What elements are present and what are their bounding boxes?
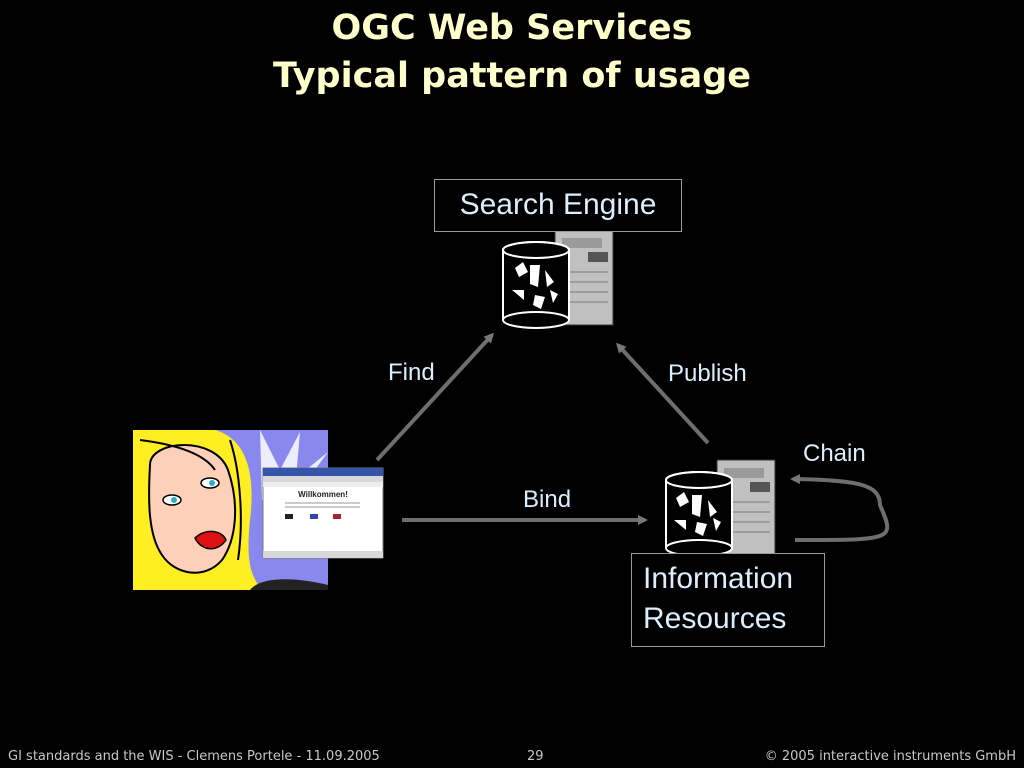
footer-page-number: 29 (527, 749, 544, 764)
chain-arrow (790, 474, 890, 542)
browser-welcome-text: Willkommen! (298, 490, 348, 499)
user-clipart-icon (133, 430, 384, 590)
search-engine-box: Search Engine (434, 179, 682, 232)
search-engine-label: Search Engine (459, 188, 657, 221)
bind-label: Bind (523, 486, 572, 513)
footer-left: GI standards and the WIS - Clemens Porte… (8, 749, 380, 764)
publish-arrow (615, 342, 710, 445)
footer-copyright: © 2005 interactive instruments GmbH (764, 749, 1016, 764)
information-resources-label-line-1: Information (643, 562, 794, 595)
information-resources-box: Information Resources (631, 553, 825, 647)
find-label: Find (388, 359, 435, 386)
publish-label: Publish (668, 360, 747, 387)
information-resources-label-line-2: Resources (643, 602, 787, 635)
search-engine-database-icon (502, 229, 614, 329)
slide-title-line-1: OGC Web Services (331, 8, 693, 48)
chain-label: Chain (803, 440, 866, 467)
find-arrow (375, 332, 495, 462)
slide-title-line-2: Typical pattern of usage (273, 56, 751, 96)
information-resources-database-icon (665, 459, 776, 557)
